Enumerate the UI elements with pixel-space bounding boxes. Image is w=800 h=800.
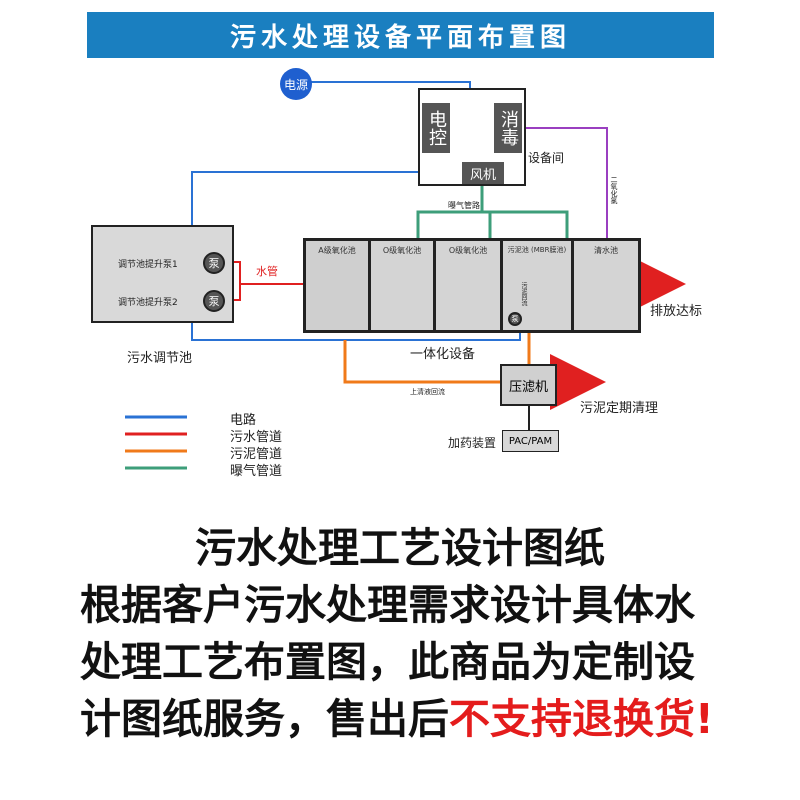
tank-o1-label: O级氧化池	[382, 246, 422, 255]
equipment-room-label: 设备间	[528, 151, 565, 165]
tank-a: A级氧化池	[303, 238, 371, 333]
discharge-label: 排放达标	[650, 304, 703, 319]
filter-press-label: 压滤机	[508, 379, 548, 395]
integrated-label: 一体化设备	[410, 347, 476, 362]
legend-label-sludge: 污泥管道	[230, 447, 283, 462]
pump1-label: 调节池提升泵1	[118, 260, 178, 270]
aeration-pipe-label: 曝气管路	[448, 201, 480, 210]
tank-clear-label: 清水池	[594, 246, 618, 255]
pump2-label: 调节池提升泵2	[118, 298, 178, 308]
legend-label-aeration: 曝气管道	[230, 464, 283, 479]
power-source: 电源	[280, 68, 312, 100]
pac-box: PAC/PAM	[502, 430, 559, 452]
sludge-pump-icon: 泵	[508, 312, 522, 326]
pump1-icon: 泵	[203, 252, 225, 274]
control-cabinet: 电控	[422, 103, 450, 153]
notice-text: 污水处理工艺设计图纸 根据客户污水处理需求设计具体水处理工艺布置图，此商品为定制…	[80, 520, 720, 748]
chlorine-label: 二氧化氯	[610, 176, 618, 204]
sludge-return-label: 污泥回流	[520, 282, 527, 306]
sludge-clean-label: 污泥定期清理	[580, 401, 659, 416]
power-source-label: 电源	[283, 77, 308, 92]
chlorine-line	[522, 127, 608, 244]
pump2-icon: 泵	[203, 290, 225, 312]
dosing-label: 加药装置	[448, 436, 497, 450]
tank-o1: O级氧化池	[368, 238, 436, 333]
pac-label: PAC/PAM	[508, 435, 553, 447]
tank-o2: O级氧化池	[433, 238, 503, 333]
tank-o2-label: O级氧化池	[448, 246, 488, 255]
tank-mbr-label: 污泥池 (MBR膜池)	[507, 246, 567, 254]
notice-heading: 污水处理工艺设计图纸	[195, 524, 605, 572]
title-banner: 污水处理设备平面布置图	[87, 12, 714, 58]
notice-body: 根据客户污水处理需求设计具体水处理工艺布置图，此商品为定制设计图纸服务，售出后	[80, 581, 695, 743]
water-pipe-label: 水管	[256, 265, 278, 278]
notice-warning: 不支持退换货!	[449, 695, 714, 743]
return-label: 上清液回流	[410, 388, 445, 396]
control-label: 电控	[426, 110, 447, 146]
legend-label-sewage: 污水管道	[230, 430, 283, 445]
legend-lines	[125, 415, 187, 470]
disinfection-label: 消毒	[498, 110, 519, 146]
legend-label-power: 电路	[230, 413, 257, 428]
tank-a-label: A级氧化池	[318, 246, 356, 255]
blower: 风机	[462, 162, 504, 184]
blower-label: 风机	[469, 167, 496, 183]
regulating-tank-label: 污水调节池	[127, 351, 193, 366]
filter-press: 压滤机	[500, 364, 557, 406]
tank-clear: 清水池	[571, 238, 641, 333]
disinfection-unit: 消毒	[494, 103, 522, 153]
page-title: 污水处理设备平面布置图	[229, 22, 571, 53]
sewage-lines	[232, 261, 338, 301]
